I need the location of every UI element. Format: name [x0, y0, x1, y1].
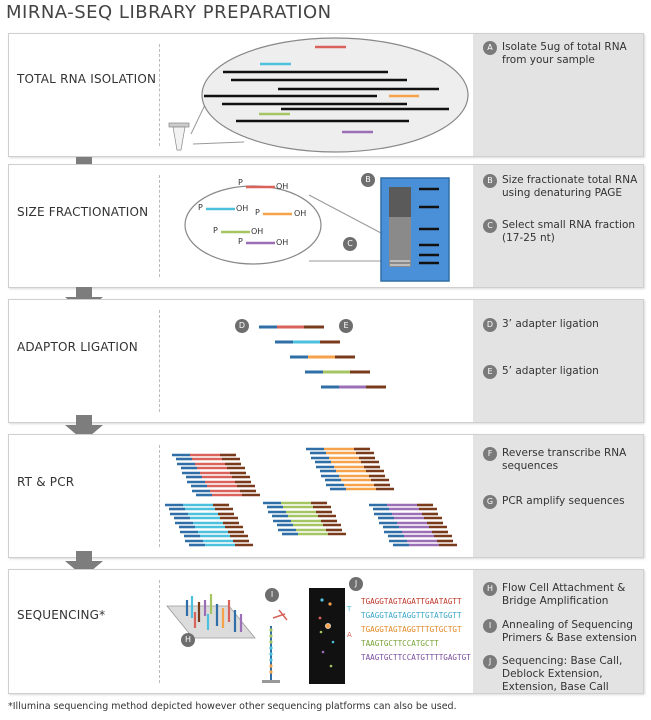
- sequence-read: TGAGGTAGTAGGTTTGTGCTGT: [361, 625, 462, 634]
- cluster-image: [309, 588, 345, 684]
- down-arrow-icon: [65, 551, 103, 577]
- divider: [159, 44, 160, 146]
- sequencing-illustration: [166, 588, 345, 684]
- p-label: P: [238, 237, 243, 246]
- pcr-duplex-illustration: [165, 447, 457, 547]
- section-label-size-fractionation: SIZE FRACTIONATION: [17, 205, 149, 219]
- p-label: P: [213, 226, 218, 235]
- panel-sequencing: SEQUENCING*: [8, 569, 644, 694]
- step-badge: H: [483, 582, 497, 596]
- primer-extension-icon: [262, 609, 288, 683]
- sequence-read: TGAGGTAGTAGATTGAATAGTT: [361, 597, 462, 606]
- sequence-read: TAAGTGCTTCCATGCTT: [361, 639, 439, 648]
- sequence-read: TAAGTGCTTCCATGTTTTGAGTGT: [361, 653, 471, 662]
- tube-icon: [168, 122, 190, 151]
- step-badge: I: [483, 619, 497, 633]
- step-badge: B: [483, 174, 497, 188]
- total-rna-illustration: [168, 37, 469, 153]
- divider: [159, 175, 160, 277]
- page-title: MIRNA-SEQ LIBRARY PREPARATION: [6, 2, 332, 23]
- step-e: E 5’ adapter ligation: [483, 365, 599, 379]
- step-text: Reverse transcribe RNA sequences: [502, 447, 627, 472]
- step-j: J Sequencing: Base Call, Deblock Extensi…: [483, 655, 643, 693]
- badge-h: H: [181, 633, 195, 647]
- step-badge: A: [483, 41, 497, 55]
- adaptor-ligation-illustration: [259, 325, 386, 389]
- badge-b: B: [361, 173, 375, 187]
- footnote: *Illumina sequencing method depicted how…: [8, 701, 457, 712]
- sequence-reads: TGAGGTAGTAGATTGAATAGTT TGAGGTAGTAGGTTGTA…: [361, 597, 471, 667]
- steps-column: H Flow Cell Attachment & Bridge Amplific…: [473, 570, 643, 693]
- rna-strands: [204, 45, 449, 134]
- p-label: P: [198, 203, 203, 212]
- steps-column: D 3’ adapter ligation E 5’ adapter ligat…: [473, 300, 643, 422]
- base-mark-t: T: [347, 605, 352, 613]
- p-label: P: [255, 208, 260, 217]
- section-label-adaptor-ligation: ADAPTOR LIGATION: [17, 340, 138, 354]
- step-text: Flow Cell Attachment & Bridge Amplificat…: [502, 582, 626, 607]
- step-text: Select small RNA fraction (17-25 nt): [502, 219, 636, 244]
- section-label-rt-pcr: RT & PCR: [17, 475, 75, 489]
- step-b: B Size fractionate total RNA using denat…: [483, 174, 643, 200]
- step-h: H Flow Cell Attachment & Bridge Amplific…: [483, 582, 643, 608]
- step-i: I Annealing of Sequencing Primers & Base…: [483, 619, 643, 645]
- badge-e: E: [339, 319, 353, 333]
- steps-column: B Size fractionate total RNA using denat…: [473, 165, 643, 287]
- down-arrow-icon: [65, 415, 103, 441]
- badge-j: J: [349, 577, 363, 591]
- step-text: 3’ adapter ligation: [502, 318, 599, 330]
- steps-column: A Isolate 5ug of total RNA from your sam…: [473, 34, 643, 156]
- oh-label: OH: [251, 227, 264, 236]
- step-badge: J: [483, 655, 497, 669]
- divider: [159, 580, 160, 683]
- panel-total-rna: TOTAL RNA ISOLATION A Isolat: [8, 33, 644, 157]
- badge-c: C: [343, 237, 357, 251]
- section-label-sequencing: SEQUENCING*: [17, 608, 106, 622]
- section-label-total-rna: TOTAL RNA ISOLATION: [17, 72, 157, 86]
- step-badge: G: [483, 495, 497, 509]
- gel-icon: [380, 177, 450, 282]
- step-text: Annealing of Sequencing Primers & Base e…: [502, 619, 637, 644]
- step-badge: E: [483, 365, 497, 379]
- steps-column: F Reverse transcribe RNA sequences G PCR…: [473, 435, 643, 557]
- step-a: A Isolate 5ug of total RNA from your sam…: [483, 41, 643, 67]
- panel-rt-pcr: RT & PCR F Reverse transcribe RNA sequen…: [8, 434, 644, 558]
- step-f: F Reverse transcribe RNA sequences: [483, 447, 643, 473]
- step-d: D 3’ adapter ligation: [483, 318, 599, 332]
- divider: [159, 445, 160, 547]
- oh-label: OH: [276, 238, 289, 247]
- badge-d: D: [235, 319, 249, 333]
- panel-adaptor-ligation: ADAPTOR LIGATION D E: [8, 299, 644, 423]
- flow-cell-icon: [166, 594, 256, 639]
- step-text: Size fractionate total RNA using denatur…: [502, 174, 638, 199]
- panel-size-fractionation: SIZE FRACTIONATION P OH P: [8, 164, 644, 288]
- step-text: 5’ adapter ligation: [502, 365, 599, 377]
- step-text: PCR amplify sequences: [502, 495, 625, 507]
- oh-label: OH: [276, 182, 289, 191]
- sequence-read: TGAGGTAGTAGGTTGTATGGTT: [361, 611, 462, 620]
- zoom-line: [308, 194, 382, 234]
- step-badge: C: [483, 219, 497, 233]
- small-rna-strands: [206, 185, 292, 245]
- step-text: Isolate 5ug of total RNA from your sampl…: [502, 41, 627, 66]
- zoom-line: [192, 141, 245, 145]
- oh-label: OH: [294, 209, 307, 218]
- size-fractionation-illustration: [184, 177, 450, 282]
- oh-label: OH: [236, 204, 249, 213]
- step-g: G PCR amplify sequences: [483, 495, 625, 509]
- step-c: C Select small RNA fraction (17-25 nt): [483, 219, 643, 245]
- step-badge: D: [483, 318, 497, 332]
- base-mark-a: A: [347, 631, 352, 639]
- small-rna-ellipse: [184, 185, 322, 265]
- divider: [159, 310, 160, 412]
- step-badge: F: [483, 447, 497, 461]
- p-label: P: [238, 178, 243, 187]
- badge-i: I: [265, 588, 279, 602]
- step-text: Sequencing: Base Call, Deblock Extension…: [502, 655, 623, 693]
